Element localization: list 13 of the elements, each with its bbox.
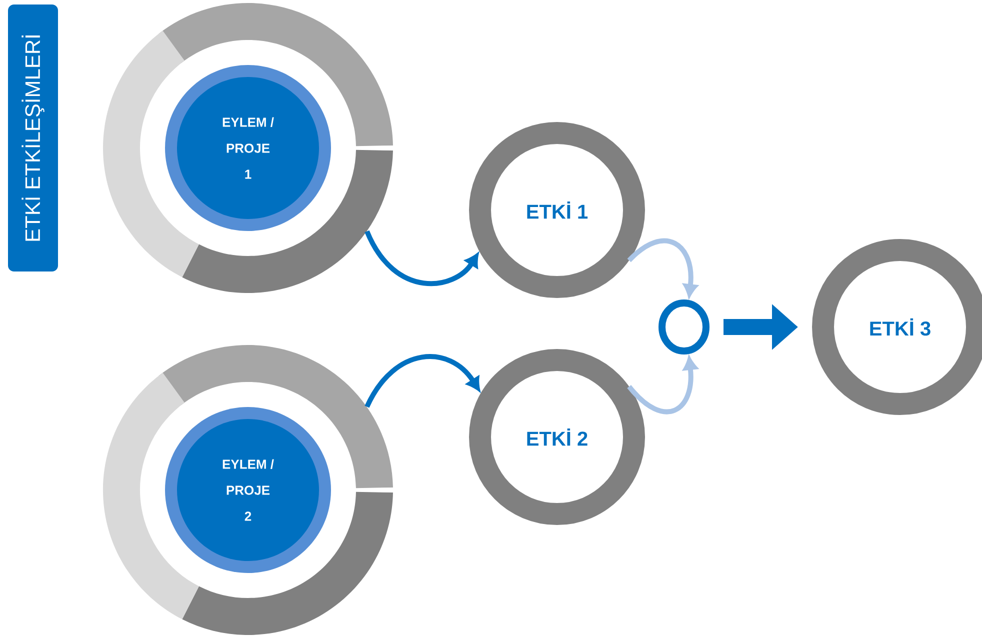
arrow	[364, 354, 480, 408]
junction-circle	[658, 300, 710, 354]
action-donut: EYLEM / PROJE 2	[103, 345, 393, 635]
node-label: 2	[244, 512, 252, 521]
impact-ring: ETKİ 1	[469, 122, 645, 298]
title-banner: ETKİ ETKİLEŞİMLERİ	[8, 4, 58, 272]
action-donut: EYLEM / PROJE 1	[103, 3, 393, 293]
arrow	[364, 230, 478, 286]
arrow	[627, 356, 698, 414]
arrow	[627, 238, 698, 298]
impact-ring: ETKİ 2	[469, 349, 645, 525]
node-label: 1	[245, 170, 252, 179]
impact-ring: ETKİ 3	[812, 239, 982, 415]
